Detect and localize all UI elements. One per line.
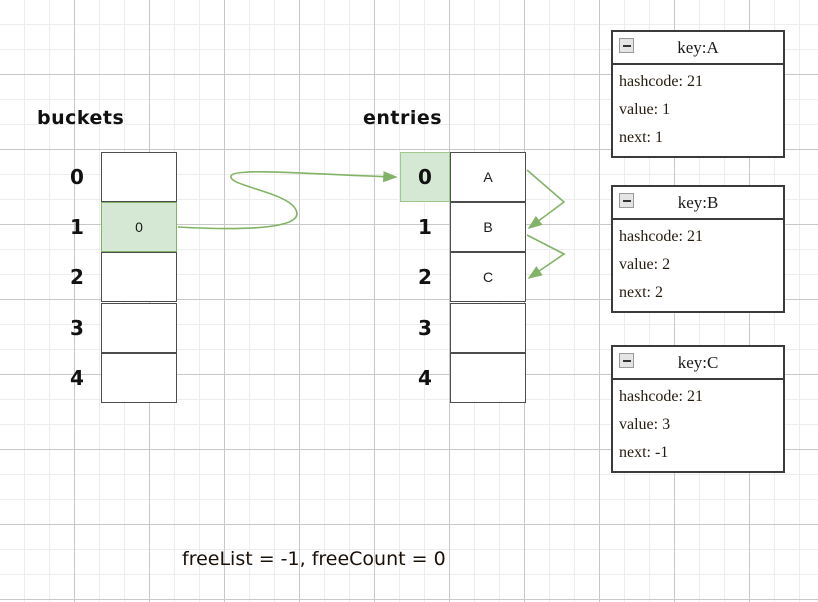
- entries-title: entries: [363, 107, 443, 129]
- entries-index-highlight: [400, 152, 450, 202]
- object-card-key-b[interactable]: key:B hashcode: 21 value: 2 next: 2: [611, 185, 785, 313]
- buckets-row-index: 0: [70, 165, 84, 189]
- buckets-row-cell[interactable]: [101, 353, 177, 403]
- minus-icon[interactable]: [619, 353, 634, 368]
- object-field-next: next: 2: [619, 284, 663, 301]
- entries-row-index: 1: [418, 215, 432, 239]
- entries-row-cell[interactable]: [450, 353, 526, 403]
- object-field-next: next: 1: [619, 129, 663, 146]
- object-card-header: key:B: [613, 187, 783, 220]
- object-card-body: hashcode: 21 value: 2 next: 2: [613, 220, 783, 311]
- buckets-row-index: 4: [70, 366, 84, 390]
- buckets-row-cell[interactable]: 0: [101, 202, 177, 252]
- object-card-key-a[interactable]: key:A hashcode: 21 value: 1 next: 1: [611, 30, 785, 158]
- object-card-body: hashcode: 21 value: 3 next: -1: [613, 380, 783, 471]
- object-field-value: value: 1: [619, 101, 671, 118]
- buckets-row-cell[interactable]: [101, 152, 177, 202]
- entries-row-index: 4: [418, 366, 432, 390]
- entries-row-cell[interactable]: A: [450, 152, 526, 202]
- freelist-caption: freeList = -1, freeCount = 0: [182, 548, 446, 570]
- entries-row-index: 0: [418, 165, 432, 189]
- buckets-row-index: 1: [70, 215, 84, 239]
- object-field-hashcode: hashcode: 21: [619, 73, 703, 90]
- buckets-row-index: 3: [70, 316, 84, 340]
- entries-row-index: 3: [418, 316, 432, 340]
- buckets-title: buckets: [37, 107, 125, 129]
- object-card-header: key:C: [613, 347, 783, 380]
- object-card-title: key:C: [677, 352, 719, 372]
- entries-row-index: 2: [418, 265, 432, 289]
- object-card-body: hashcode: 21 value: 1 next: 1: [613, 65, 783, 156]
- entries-row-cell[interactable]: C: [450, 252, 526, 302]
- object-field-value: value: 2: [619, 256, 671, 273]
- buckets-row-cell[interactable]: [101, 303, 177, 353]
- object-field-hashcode: hashcode: 21: [619, 228, 703, 245]
- object-card-header: key:A: [613, 32, 783, 65]
- minus-icon[interactable]: [619, 193, 634, 208]
- entries-row-cell[interactable]: B: [450, 202, 526, 252]
- object-field-value: value: 3: [619, 416, 671, 433]
- minus-icon[interactable]: [619, 38, 634, 53]
- object-card-title: key:B: [677, 192, 719, 212]
- object-field-next: next: -1: [619, 444, 669, 461]
- object-field-hashcode: hashcode: 21: [619, 388, 703, 405]
- object-card-key-c[interactable]: key:C hashcode: 21 value: 3 next: -1: [611, 345, 785, 473]
- buckets-row-cell[interactable]: [101, 252, 177, 302]
- entries-row-cell[interactable]: [450, 303, 526, 353]
- object-card-title: key:A: [677, 37, 719, 57]
- buckets-row-index: 2: [70, 265, 84, 289]
